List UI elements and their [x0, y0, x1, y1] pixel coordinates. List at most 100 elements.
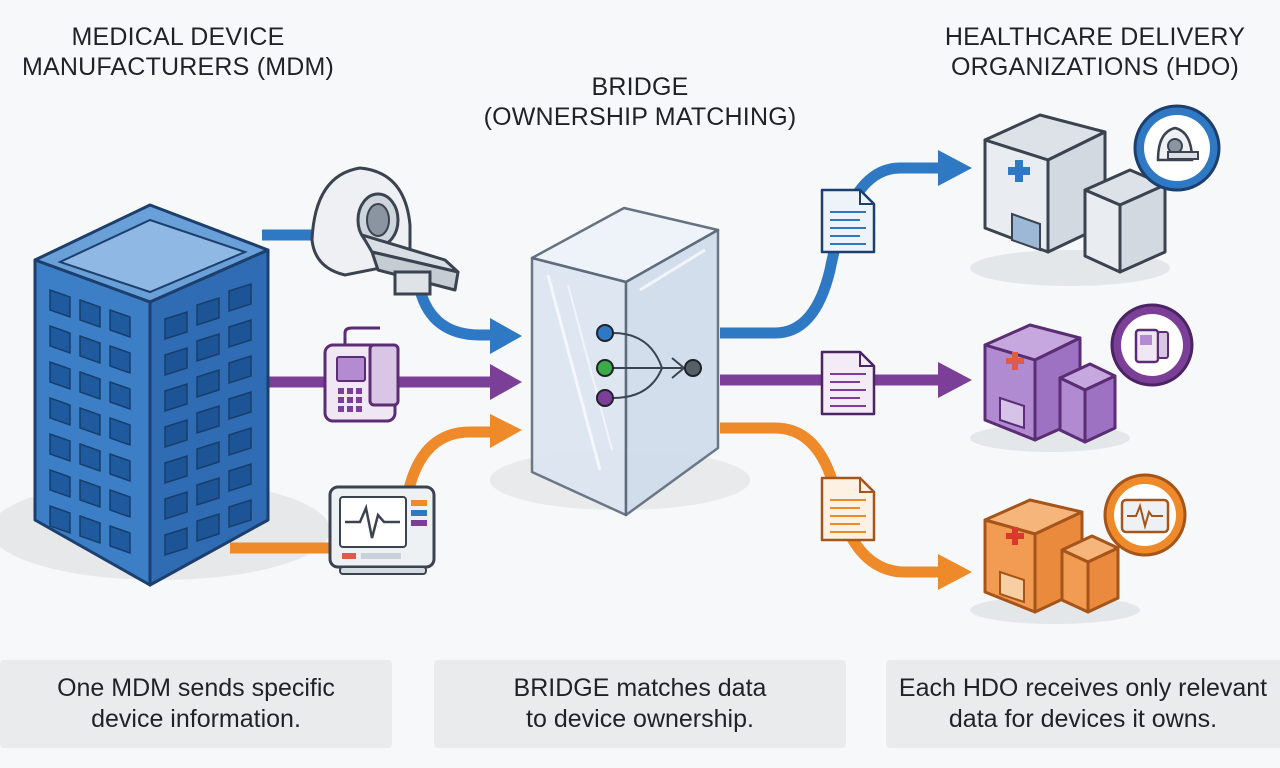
- blue-flow-arrowhead-right: [938, 150, 972, 186]
- blue-flow-line-right: [720, 162, 940, 339]
- keypad-key: [338, 388, 344, 394]
- flow-lines-right: [720, 150, 972, 590]
- green-input-dot: [596, 359, 614, 377]
- window: [228, 318, 252, 349]
- hdo-caption-line2: data for devices it owns.: [948, 705, 1218, 733]
- infusion-pump-badge-icon: [1110, 303, 1194, 387]
- keypad-key: [347, 406, 353, 412]
- hdo-heading: HEALTHCARE DELIVERY ORGANIZATIONS (HDO): [930, 22, 1260, 82]
- mdm-windows-left: [49, 288, 131, 555]
- window: [109, 488, 131, 519]
- window: [79, 298, 101, 329]
- window: [109, 524, 131, 555]
- window: [109, 380, 131, 411]
- window: [196, 368, 220, 399]
- hdo-heading-line2: ORGANIZATIONS (HDO): [950, 53, 1240, 81]
- patient-monitor-badge-icon: [1103, 473, 1187, 557]
- purple-data-document-icon: [820, 350, 876, 416]
- window: [196, 404, 220, 435]
- hdo-caption-line1: Each HDO receives only relevant: [898, 674, 1268, 702]
- orange-flow-arrowhead-left: [490, 414, 522, 448]
- mdm-heading-line1: MEDICAL DEVICE: [71, 23, 285, 51]
- mdm-caption-line1: One MDM sends specific: [57, 674, 335, 702]
- keypad-key: [347, 388, 353, 394]
- window: [79, 478, 101, 509]
- window: [49, 360, 71, 391]
- window: [228, 498, 252, 529]
- window: [49, 504, 71, 535]
- output-dot: [684, 359, 702, 377]
- bridge-heading: BRIDGE (OWNERSHIP MATCHING): [460, 72, 820, 132]
- bridge-caption-box: BRIDGE matches data to device ownership.: [434, 660, 846, 748]
- hdo-caption-box: Each HDO receives only relevant data for…: [886, 660, 1280, 748]
- hdo-heading-line1: HEALTHCARE DELIVERY: [944, 23, 1246, 51]
- window: [196, 296, 220, 327]
- window: [164, 418, 188, 449]
- patient-monitor-icon: [328, 485, 436, 575]
- keypad-key: [338, 397, 344, 403]
- infusion-pump-icon: [323, 326, 400, 423]
- window: [109, 344, 131, 375]
- window: [164, 346, 188, 377]
- window: [228, 426, 252, 457]
- keypad-key: [338, 406, 344, 412]
- mdm-caption-box: One MDM sends specific device informatio…: [0, 660, 392, 748]
- bridge-heading-line1: BRIDGE: [591, 73, 689, 101]
- window: [49, 324, 71, 355]
- purple-flow-arrowhead-right: [938, 362, 972, 398]
- window: [164, 526, 188, 557]
- window: [228, 354, 252, 385]
- bridge-caption-line1: BRIDGE matches data: [513, 674, 767, 702]
- window: [228, 462, 252, 493]
- window: [196, 476, 220, 507]
- hdo-hospital-blue-icon: [970, 113, 1170, 286]
- window: [79, 406, 101, 437]
- orange-data-document-icon: [820, 476, 876, 542]
- purple-flow-arrowhead-left: [490, 364, 522, 400]
- window: [109, 308, 131, 339]
- window: [79, 514, 101, 545]
- window: [196, 440, 220, 471]
- window: [164, 490, 188, 521]
- purple-input-dot: [596, 389, 614, 407]
- hdo-hospital-purple-icon: [970, 323, 1130, 452]
- window: [49, 288, 71, 319]
- window: [79, 334, 101, 365]
- keypad-key: [347, 397, 353, 403]
- window: [109, 416, 131, 447]
- mdm-heading-line2: MANUFACTURERS (MDM): [21, 53, 335, 81]
- window: [49, 432, 71, 463]
- blue-data-document-icon: [820, 188, 876, 254]
- window: [49, 396, 71, 427]
- keypad-key: [356, 406, 362, 412]
- orange-flow-arrowhead-right: [938, 554, 972, 590]
- mdm-windows-right: [164, 282, 252, 557]
- data-documents: [820, 188, 876, 542]
- window: [164, 382, 188, 413]
- bridge-glass-box-icon: [530, 206, 720, 517]
- mdm-heading: MEDICAL DEVICE MANUFACTURERS (MDM): [0, 22, 356, 82]
- bridge-heading-line2: (OWNERSHIP MATCHING): [483, 103, 797, 131]
- window: [164, 310, 188, 341]
- window: [196, 332, 220, 363]
- window: [228, 282, 252, 313]
- keypad-key: [356, 397, 362, 403]
- mdm-caption-line2: device information.: [91, 705, 301, 733]
- hdo-hospital-orange-icon: [970, 498, 1140, 624]
- mri-scanner-icon: [310, 166, 460, 296]
- blue-flow-arrowhead-left: [490, 318, 522, 354]
- blue-input-dot: [596, 324, 614, 342]
- pump-keypad: [338, 388, 362, 412]
- keypad-key: [356, 388, 362, 394]
- ownership-matching-symbol: [596, 324, 702, 407]
- window: [49, 468, 71, 499]
- window: [164, 454, 188, 485]
- window: [79, 370, 101, 401]
- mri-badge-icon: [1133, 104, 1221, 192]
- window: [196, 512, 220, 543]
- window: [109, 452, 131, 483]
- mdm-building-icon: [33, 203, 270, 587]
- window: [228, 390, 252, 421]
- window: [79, 442, 101, 473]
